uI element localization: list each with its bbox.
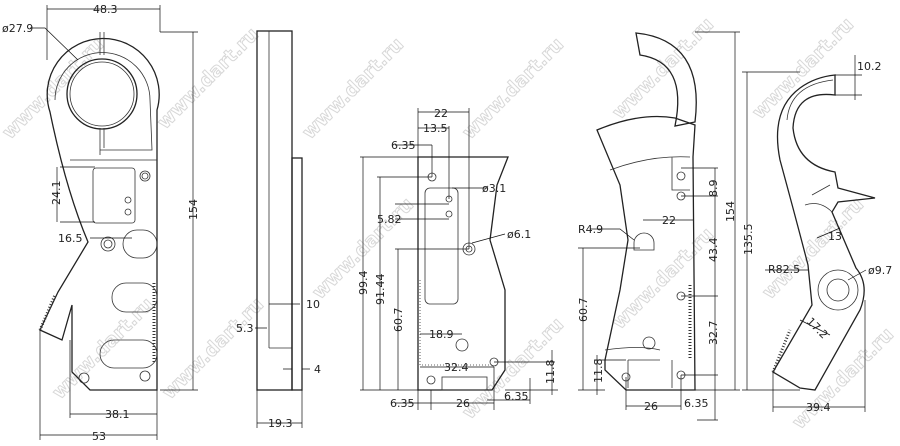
dim-43-4: 43.4 [707,238,720,263]
watermark: www.dart.ru [748,13,858,123]
rear-view: 22 13.5 6.35 ø3.1 5.82 ø6.1 99.4 91.44 6… [357,107,558,410]
dim-hole-3-1: ø3.1 [482,182,506,195]
dim-width-39-4: 39.4 [806,401,831,414]
dim-26: 26 [644,400,658,413]
dim-8-9: 8.9 [707,180,720,198]
dim-height-135-5: 135.5 [742,224,755,256]
dim-32-7: 32.7 [707,321,720,346]
dim-24-1: 24.1 [50,181,63,206]
dim-6-35-bottom: 6.35 [390,397,415,410]
dim-13-5: 13.5 [423,122,448,135]
watermark: www.dart.ru [458,33,568,143]
dim-38-1: 38.1 [105,408,130,421]
dim-hole-9-7: ø9.7 [868,264,892,277]
dim-10: 10 [306,298,320,311]
dim-5-3: 5.3 [236,322,254,335]
watermark: www.dart.ru [298,33,408,143]
watermark: www.dart.ru [158,293,268,403]
watermark: www.dart.ru [48,293,158,403]
dim-hole-6-1: ø6.1 [507,228,531,241]
dim-r-82-5: R82.5 [768,263,800,276]
dim-91-44: 91.44 [374,274,387,306]
dim-6-35-top: 6.35 [391,139,416,152]
dim-5-82: 5.82 [377,213,402,226]
dim-17-2: 17.2 [804,315,831,342]
dim-width-19-3: 19.3 [268,417,293,430]
dim-60-7: 60.7 [577,298,590,323]
dim-53: 53 [92,430,106,443]
watermark: www.dart.ru [608,13,718,123]
watermark: www.dart.ru [153,23,263,133]
front-view: 48.3 ø27.9 24.1 16.5 154 38.1 53 [2,3,200,443]
dim-height-154: 154 [724,201,737,222]
dim-60-7: 60.7 [392,308,405,333]
side-view: 10 5.3 4 19.3 [236,30,321,430]
dim-width-top: 48.3 [93,3,118,16]
dim-r-4-9: R4.9 [578,223,603,236]
dim-16-5: 16.5 [58,232,83,245]
dim-13: 13 [828,230,842,243]
dim-10-2: 10.2 [857,60,882,73]
watermark: www.dart.ru [608,223,718,333]
dim-22: 22 [434,107,448,120]
watermark: www.dart.ru [758,193,868,303]
dim-4: 4 [314,363,321,376]
dim-height-154: 154 [187,199,200,220]
dim-26: 26 [456,397,470,410]
dim-6-35: 6.35 [684,397,709,410]
dim-11-8: 11.8 [544,360,557,385]
dim-22: 22 [662,214,676,227]
dim-bore-diameter: ø27.9 [2,22,33,35]
dim-99-4: 99.4 [357,271,370,296]
profile-view: R4.9 22 8.9 154 43.4 60.7 32.7 11.8 26 6… [577,31,740,421]
dim-6-35-right: 6.35 [504,390,529,403]
dim-11-8: 11.8 [592,359,605,384]
dim-32-4: 32.4 [444,361,469,374]
dim-18-9: 18.9 [429,328,454,341]
